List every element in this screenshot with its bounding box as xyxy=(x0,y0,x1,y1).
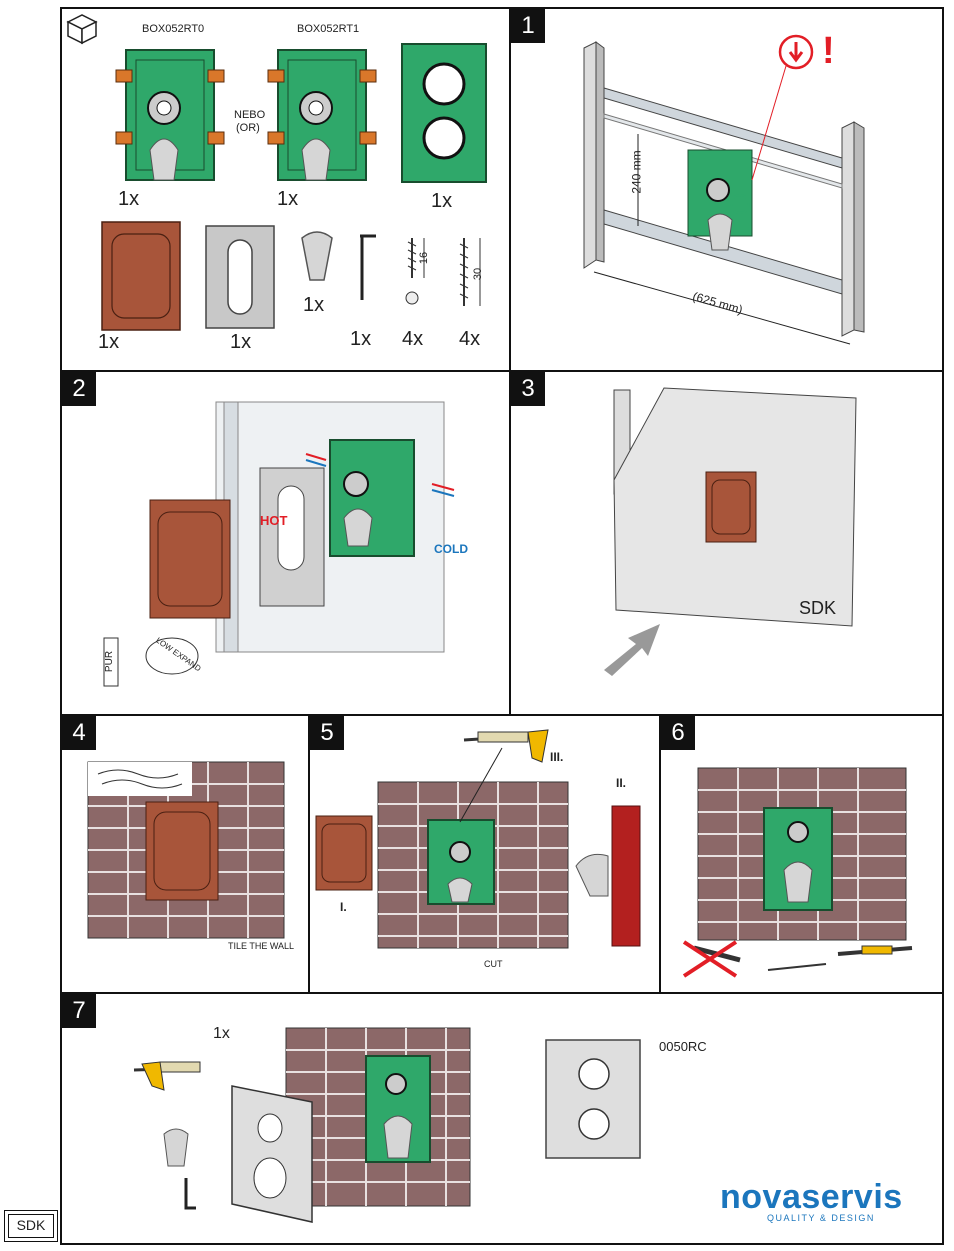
or-label-2: (OR) xyxy=(236,122,260,134)
col-divider-1 xyxy=(509,7,511,714)
qty-box-b: 1x xyxy=(277,188,299,210)
step-5-step-ii: II. xyxy=(616,776,627,790)
step-6-sealing-drawing xyxy=(682,767,913,978)
handle-icon xyxy=(301,231,333,281)
col-divider-2 xyxy=(308,714,310,992)
row-divider-3 xyxy=(60,992,944,994)
qty-screw30: 4x xyxy=(459,328,481,350)
or-label-1: NEBO xyxy=(234,109,266,121)
qty-box-a: 1x xyxy=(118,188,140,210)
box-icon xyxy=(66,14,98,45)
step-4-caption: TILE THE WALL xyxy=(228,941,295,951)
screw-short-icon xyxy=(405,238,425,305)
step-1-frame-drawing xyxy=(583,34,865,345)
screw-long-icon xyxy=(459,238,481,306)
qty-frame: 1x xyxy=(230,331,252,353)
step-7-number: 7 xyxy=(62,994,96,1028)
step-7-qty: 1x xyxy=(213,1025,230,1042)
step-4-tiled-wall xyxy=(87,761,285,939)
qty-plate: 1x xyxy=(431,190,453,212)
dim-16: 16 xyxy=(418,251,431,265)
protective-cover xyxy=(101,221,181,331)
step-3-board-drawing xyxy=(604,387,857,676)
brand-tagline: QUALITY & DESIGN xyxy=(767,1213,875,1223)
brand-logo: novaservis xyxy=(720,1178,903,1216)
box-code-b: BOX052RT1 xyxy=(297,23,360,35)
qty-screw16: 4x xyxy=(402,328,424,350)
document-code-frame xyxy=(4,1210,58,1242)
dim-30: 30 xyxy=(472,267,485,281)
mixing-box-a xyxy=(115,49,225,181)
step-4-number: 4 xyxy=(62,716,96,750)
row-divider-1 xyxy=(60,370,944,372)
allen-key-icon xyxy=(360,234,376,300)
mounting-plate xyxy=(401,43,487,183)
step-2-pur-label: PUR xyxy=(104,650,116,673)
step-2-installation-drawing xyxy=(103,401,455,687)
step-1-warning-mark: ! xyxy=(822,30,835,72)
step-5-step-i: I. xyxy=(340,900,347,914)
box-code-a: BOX052RT0 xyxy=(142,23,205,35)
qty-handle: 1x xyxy=(303,294,325,316)
step-1-height-dimension: 240 mm xyxy=(629,150,644,194)
step-3-number: 3 xyxy=(511,372,545,406)
step-7-product-code: 0050RC xyxy=(659,1039,707,1054)
document-code: SDK xyxy=(8,1214,54,1238)
step-5-caption: CUT xyxy=(484,959,503,969)
step-3-board-label: SDK xyxy=(799,598,837,618)
row-divider-2 xyxy=(60,714,944,716)
step-5-cut-drawing xyxy=(315,729,641,949)
step-5-step-iii: III. xyxy=(550,750,564,764)
step-2-hot-label: HOT xyxy=(260,513,288,528)
page-frame xyxy=(60,7,944,1245)
step-6-number: 6 xyxy=(661,716,695,750)
step-2-number: 2 xyxy=(62,372,96,406)
step-2-cold-label: COLD xyxy=(434,542,468,556)
step-7-cover-plate xyxy=(545,1039,641,1159)
qty-key: 1x xyxy=(350,328,372,350)
mixing-box-b xyxy=(267,49,377,181)
step-7-finish-drawing xyxy=(133,1027,471,1223)
grey-frame xyxy=(205,225,275,329)
qty-cover: 1x xyxy=(98,331,120,353)
step-1-number: 1 xyxy=(511,9,545,43)
col-divider-3 xyxy=(659,714,661,992)
step-5-number: 5 xyxy=(310,716,344,750)
